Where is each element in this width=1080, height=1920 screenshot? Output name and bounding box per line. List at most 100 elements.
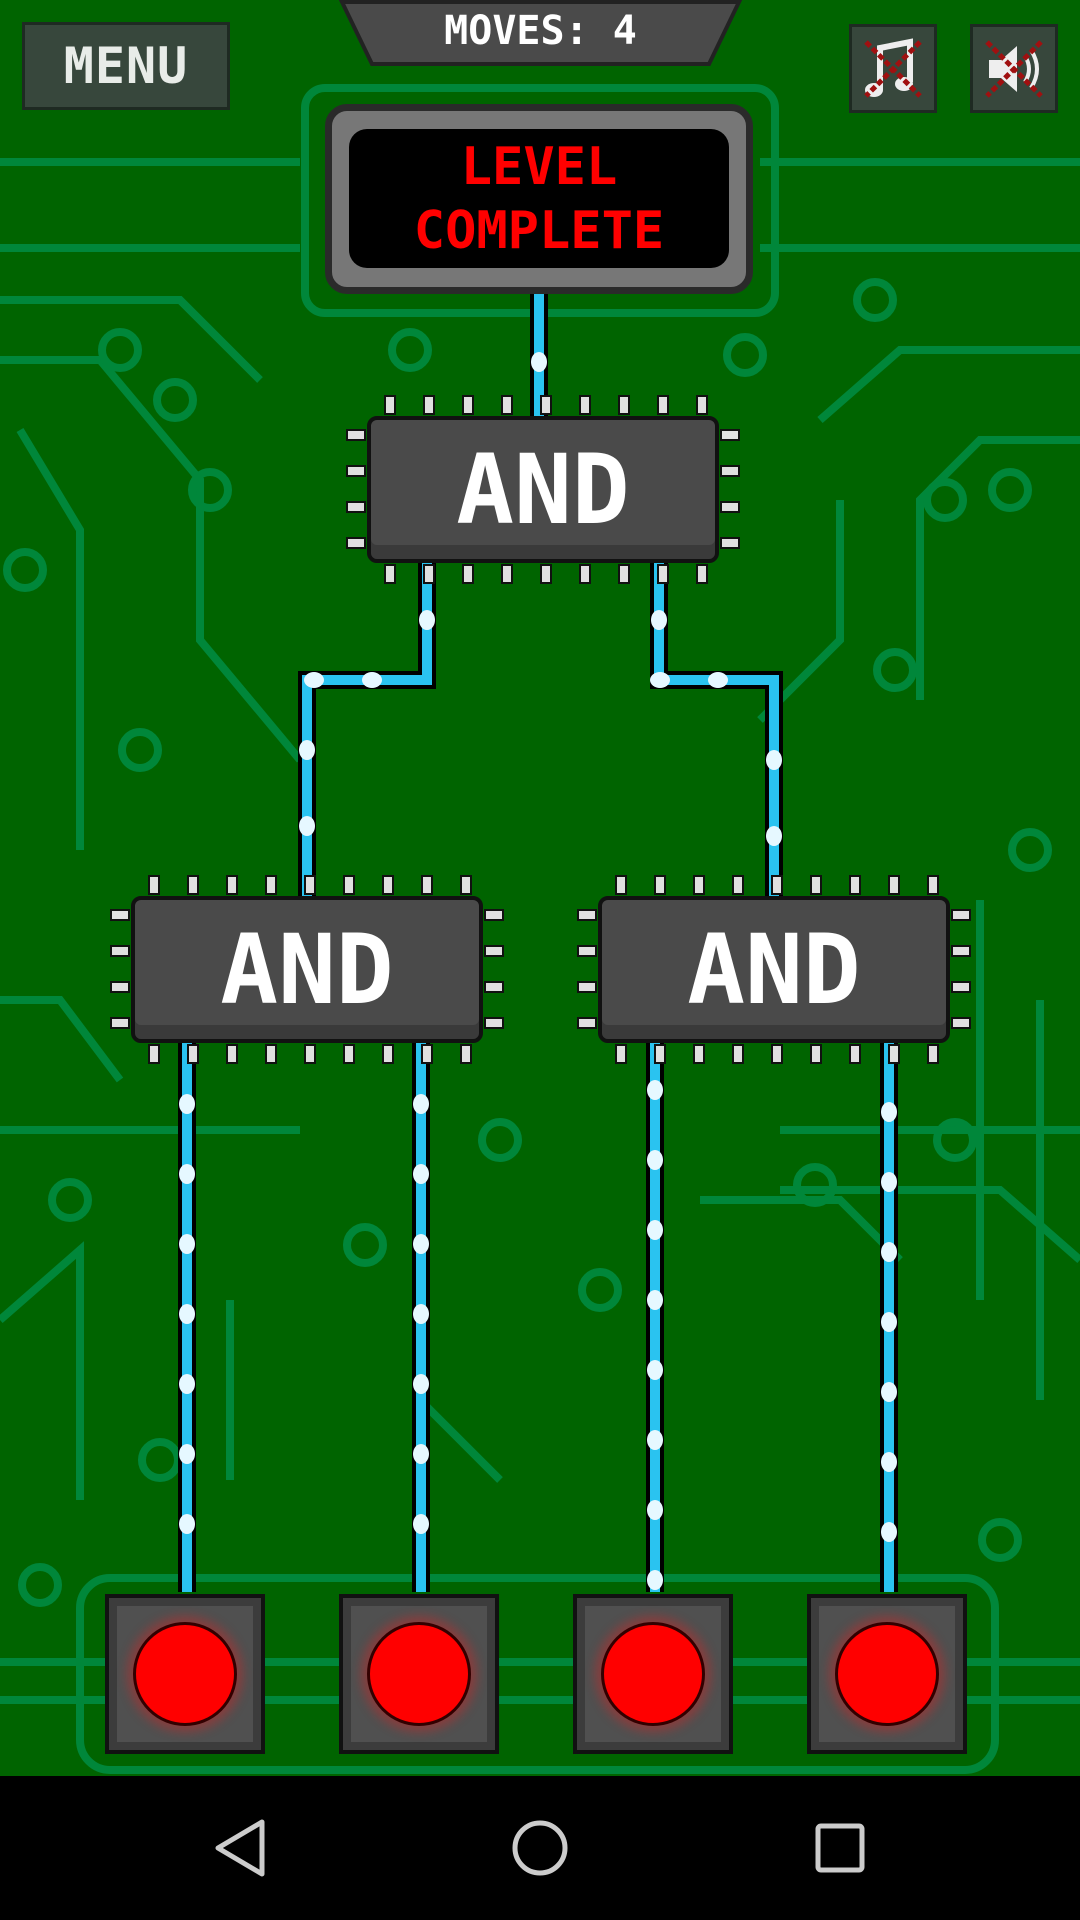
chip-pin: [460, 875, 472, 895]
lamp-off: [601, 1622, 705, 1726]
chip-pin: [110, 981, 130, 993]
chip-pin: [110, 909, 130, 921]
input-switch-4[interactable]: [807, 1594, 967, 1754]
chip-pin: [810, 1044, 822, 1064]
chip-pin: [423, 564, 435, 584]
chip-pin: [501, 564, 513, 584]
menu-button[interactable]: MENU: [22, 22, 230, 110]
chip-pin: [579, 564, 591, 584]
chip-pin: [927, 875, 939, 895]
chip-pin: [696, 564, 708, 584]
status-line-1: LEVEL: [460, 136, 618, 197]
chip-pin: [720, 465, 740, 477]
chip-pin: [577, 909, 597, 921]
chip-pin: [384, 395, 396, 415]
chip-pin: [346, 537, 366, 549]
chip-pin: [484, 945, 504, 957]
chip-pin: [382, 1044, 394, 1064]
chip-pin: [951, 981, 971, 993]
sound-muted-icon: [985, 39, 1043, 98]
chip-pin: [501, 395, 513, 415]
lamp-off: [835, 1622, 939, 1726]
chip-pin: [304, 875, 316, 895]
chip-pin: [462, 564, 474, 584]
status-display: LEVEL COMPLETE: [325, 104, 753, 294]
chip-pin: [654, 1044, 666, 1064]
chip-pin: [304, 1044, 316, 1064]
chip-pin: [346, 501, 366, 513]
and-gate-right[interactable]: AND: [598, 896, 950, 1043]
chip-pin: [888, 1044, 900, 1064]
input-switch-3[interactable]: [573, 1594, 733, 1754]
music-toggle-button[interactable]: [849, 24, 937, 113]
android-nav-bar: [0, 1776, 1080, 1920]
chip-pin: [951, 909, 971, 921]
chip-pin: [618, 395, 630, 415]
and-gate-left[interactable]: AND: [131, 896, 483, 1043]
chip-pin: [460, 1044, 472, 1064]
chip-pin: [540, 395, 552, 415]
chip-pin: [696, 395, 708, 415]
chip-pins: [110, 395, 971, 1064]
chip-pin: [540, 564, 552, 584]
chip-pin: [732, 875, 744, 895]
circuit-board-traces: [0, 84, 1080, 1774]
chip-pin: [423, 395, 435, 415]
chip-pin: [657, 395, 669, 415]
chip-pin: [577, 945, 597, 957]
chip-pin: [720, 429, 740, 441]
sound-toggle-button[interactable]: [970, 24, 1058, 113]
chip-pin: [343, 875, 355, 895]
chip-pin: [346, 465, 366, 477]
recents-icon[interactable]: [808, 1816, 872, 1880]
chip-pin: [720, 537, 740, 549]
chip-pin: [615, 875, 627, 895]
status-line-2: COMPLETE: [413, 200, 665, 261]
chip-pin: [951, 945, 971, 957]
chip-pin: [265, 875, 277, 895]
input-switch-1[interactable]: [105, 1594, 265, 1754]
chip-pin: [849, 1044, 861, 1064]
chip-pin: [618, 564, 630, 584]
lamp-off: [367, 1622, 471, 1726]
chip-pin: [148, 875, 160, 895]
chip-pin: [579, 395, 591, 415]
chip-pin: [615, 1044, 627, 1064]
chip-pin: [693, 1044, 705, 1064]
chip-pin: [654, 875, 666, 895]
moves-counter: MOVES: 4: [444, 8, 637, 54]
chip-pin: [421, 1044, 433, 1064]
chip-pin: [484, 1017, 504, 1029]
chip-pin: [148, 1044, 160, 1064]
chip-pin: [265, 1044, 277, 1064]
chip-pin: [951, 1017, 971, 1029]
chip-pin: [771, 1044, 783, 1064]
chip-pin: [110, 945, 130, 957]
home-icon[interactable]: [508, 1816, 572, 1880]
chip-pin: [226, 1044, 238, 1064]
chip-pin: [657, 564, 669, 584]
gate-label: AND: [220, 913, 394, 1026]
lamp-off: [133, 1622, 237, 1726]
chip-pin: [577, 1017, 597, 1029]
chip-pin: [693, 875, 705, 895]
chip-pin: [484, 981, 504, 993]
chip-pin: [810, 875, 822, 895]
chip-pin: [732, 1044, 744, 1064]
chip-pin: [849, 875, 861, 895]
and-gate-top[interactable]: AND: [367, 416, 719, 563]
chip-pin: [346, 429, 366, 441]
moves-banner: MOVES: 4: [339, 0, 742, 67]
input-switch-2[interactable]: [339, 1594, 499, 1754]
chip-pin: [226, 875, 238, 895]
chip-pin: [888, 875, 900, 895]
chip-pin: [382, 875, 394, 895]
back-icon[interactable]: [208, 1816, 272, 1880]
chip-pin: [187, 1044, 199, 1064]
chip-pin: [462, 395, 474, 415]
chip-pin: [577, 981, 597, 993]
chip-pin: [187, 875, 199, 895]
chip-pin: [771, 875, 783, 895]
chip-pin: [110, 1017, 130, 1029]
chip-pin: [384, 564, 396, 584]
